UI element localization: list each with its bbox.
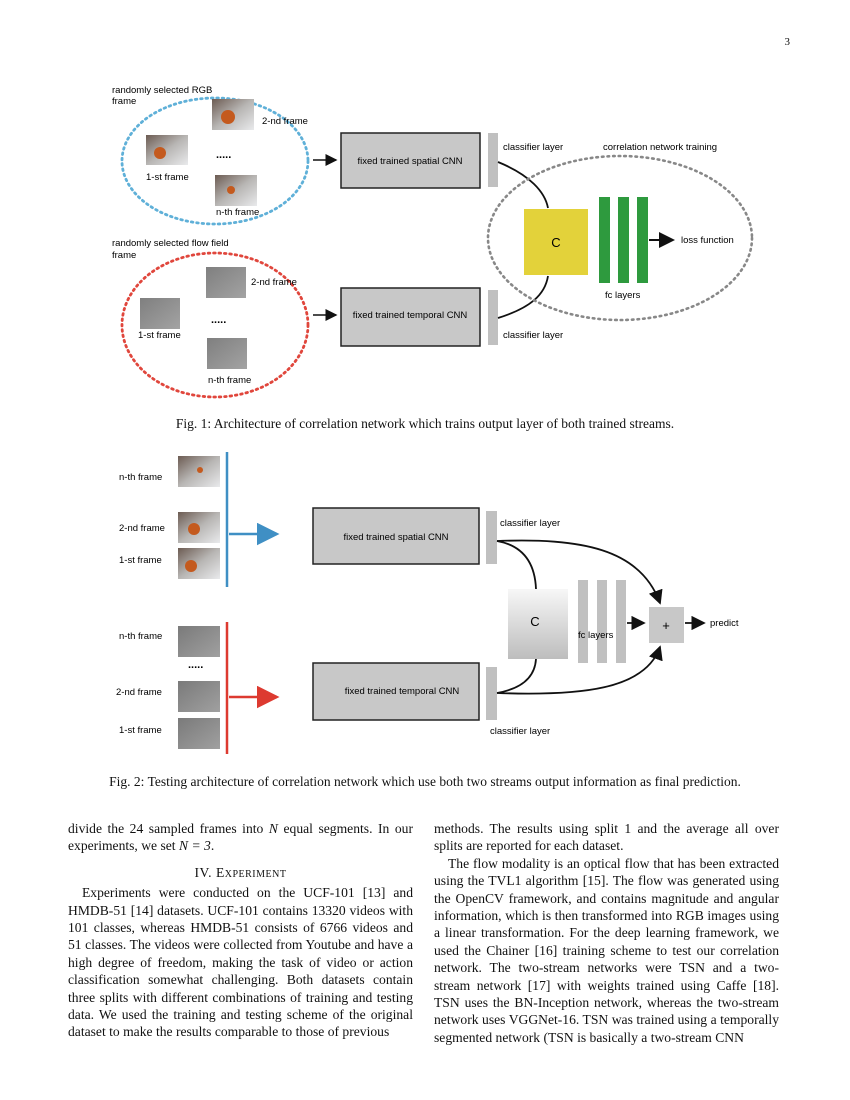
fig2-temporal-cnn-label: fixed trained temporal CNN [345, 686, 460, 697]
fig2-flow-frame-2 [178, 681, 220, 712]
temporal-cnn-label: fixed trained temporal CNN [353, 310, 468, 321]
fig2-flow-frame-2-label: 2-nd frame [116, 687, 162, 698]
correlation-training-group [486, 154, 754, 322]
flow-group-label-2: frame [112, 250, 136, 261]
rgb-group-label: randomly selected RGB [112, 85, 212, 96]
fig2-temporal-cnn-box [312, 662, 480, 721]
fig2-flow-frame-n [178, 626, 220, 657]
flow-frame-2-label: 2-nd frame [251, 277, 297, 288]
left-paragraph-2: Experiments were conducted on the UCF-10… [68, 885, 413, 1040]
temporal-to-c-curve [497, 275, 549, 319]
fig2-fc-layer-3 [616, 580, 626, 663]
spatial-classifier-label: classifier layer [503, 142, 563, 153]
fig2-spatial-to-c [496, 540, 537, 590]
left-p1-eq: N = 3 [178, 838, 211, 854]
fig2-spatial-cnn-label: fixed trained spatial CNN [343, 532, 448, 543]
rgb-group-label-2: frame [112, 96, 136, 107]
loss-function-label: loss function [681, 235, 734, 246]
fig2-correlation-c-label: C [530, 614, 539, 629]
fig2-temporal-to-c [496, 658, 537, 694]
fig2-flow-frame-n-label: n-th frame [119, 631, 162, 642]
fig2-fc-layers-label: fc layers [578, 630, 614, 641]
fig2-flow-frame-1-label: 1-st frame [119, 725, 162, 736]
page-number: 3 [784, 36, 791, 48]
fc-layer-1 [599, 197, 610, 283]
flow-frame-n-label: n-th frame [208, 375, 251, 386]
temporal-classifier-layer [488, 290, 498, 345]
left-column: divide the 24 sampled frames into N equa… [68, 820, 413, 1041]
figure-2: n-th frame 2-nd frame 1-st frame n-th fr… [116, 452, 739, 754]
rgb-frame-2 [212, 99, 254, 130]
fc-layer-3 [637, 197, 648, 283]
rgb-frame-n-label: n-th frame [216, 207, 259, 218]
rgb-frame-2-label: 2-nd frame [262, 116, 308, 127]
left-p1-text-a: divide the 24 sampled frames into [68, 821, 269, 836]
rgb-frames-group [120, 96, 310, 226]
figure-1: randomly selected RGB frame 2-nd frame .… [112, 85, 754, 399]
flow-frame-2 [206, 267, 246, 298]
flow-group-label: randomly selected flow field [112, 238, 229, 249]
flow-ellipsis: ..... [211, 314, 226, 326]
right-paragraph-1: methods. The results using split 1 and t… [434, 821, 779, 854]
fig2-plus-label: + [662, 618, 670, 633]
section-title: Experiment [215, 864, 287, 880]
fig2-spatial-to-plus [496, 539, 663, 605]
fig2-temporal-classifier-layer [486, 667, 497, 720]
fig2-spatial-classifier-layer [486, 511, 497, 564]
spatial-cnn-box [340, 132, 481, 189]
correlation-c-box [524, 209, 588, 275]
fc-layers-label: fc layers [605, 290, 641, 301]
rgb-frame-1 [146, 135, 188, 165]
fig2-rgb-frame-2 [178, 512, 220, 543]
right-paragraph-2: The flow modality is an optical flow tha… [434, 855, 779, 1045]
left-p1-var: N [268, 821, 278, 836]
fig2-flow-ellipsis: ..... [188, 659, 203, 671]
fig2-fc-layer-1 [578, 580, 588, 663]
fig2-rgb-frame-n-label: n-th frame [119, 472, 162, 483]
flow-frames-group [120, 251, 310, 399]
rgb-frame-n [215, 175, 257, 206]
rgb-frame-1-label: 1-st frame [146, 172, 189, 183]
section-heading: IV. Experiment [68, 864, 413, 881]
correlation-training-label: correlation network training [603, 142, 717, 153]
left-p1-text-b: equal segments. In our experiments, we s… [68, 821, 413, 854]
fig2-plus-box [649, 607, 684, 643]
fig2-rgb-frame-1 [178, 548, 220, 579]
temporal-classifier-label: classifier layer [503, 330, 563, 341]
fig2-temporal-classifier-label: classifier layer [490, 726, 550, 737]
fig2-spatial-cnn-box [312, 507, 480, 565]
fig2-correlation-c-box [508, 589, 568, 659]
flow-frame-1-label: 1-st frame [138, 330, 181, 341]
fig2-flow-frame-1 [178, 718, 220, 749]
spatial-to-c-curve [497, 161, 549, 209]
figure-2-caption: Fig. 2: Testing architecture of correlat… [109, 774, 741, 789]
figure-1-caption: Fig. 1: Architecture of correlation netw… [175, 416, 675, 431]
left-p1-text-c: . [210, 838, 215, 854]
fig2-rgb-frame-n [178, 456, 220, 487]
fig2-predict-label: predict [710, 618, 739, 629]
fig2-rgb-frame-2-label: 2-nd frame [119, 523, 165, 534]
temporal-cnn-box [340, 287, 481, 347]
right-column: methods. The results using split 1 and t… [434, 820, 779, 1046]
fig2-fc-layer-2 [597, 580, 607, 663]
flow-frame-n [207, 338, 247, 369]
flow-frame-1 [140, 298, 180, 329]
rgb-ellipsis: ..... [216, 149, 231, 161]
left-paragraph-1: divide the 24 sampled frames into N equa… [68, 820, 413, 855]
fig2-rgb-frame-1-label: 1-st frame [119, 555, 162, 566]
spatial-classifier-layer [488, 133, 498, 187]
section-number: IV. [194, 864, 213, 880]
fig2-temporal-to-plus [496, 645, 663, 695]
spatial-cnn-label: fixed trained spatial CNN [357, 156, 462, 167]
correlation-c-label: C [551, 235, 560, 250]
fc-layer-2 [618, 197, 629, 283]
fig2-spatial-classifier-label: classifier layer [500, 518, 560, 529]
